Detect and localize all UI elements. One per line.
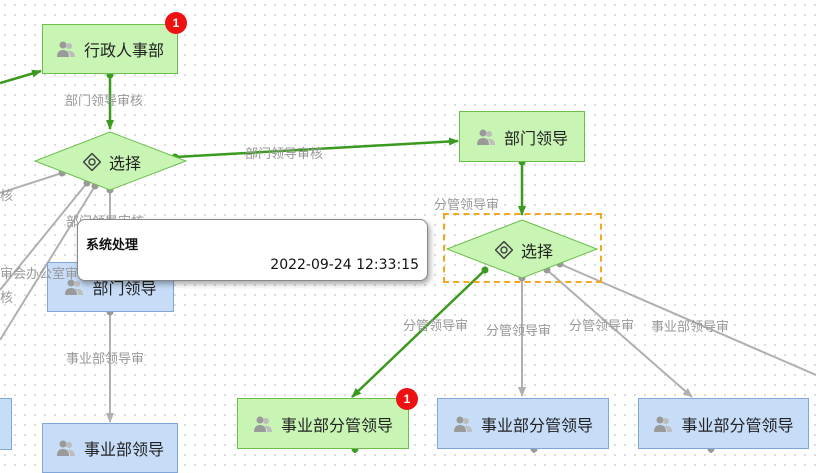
gateway-icon	[82, 152, 102, 172]
edge-gateway-left-to-offleft-2[interactable]	[0, 182, 88, 291]
active-edges	[0, 69, 526, 453]
port-dot	[481, 266, 489, 274]
user-group-icon	[56, 40, 76, 58]
edge-label: 事业部领导审	[66, 352, 145, 367]
node-offscreen-left[interactable]	[0, 398, 12, 450]
gateway-left-diamond[interactable]	[33, 131, 188, 191]
user-group-icon	[56, 439, 76, 457]
user-group-icon	[253, 415, 273, 433]
connection-points	[58, 71, 715, 453]
edge-incoming-to-admin-hr[interactable]	[0, 69, 42, 85]
selection-box	[443, 213, 602, 283]
edge-gateway-right-to-div-mgr-3[interactable]	[546, 269, 693, 398]
node-tooltip: 系统处理 2022-09-24 12:33:15	[77, 219, 428, 281]
edge-gateway-left-to-offleft-1[interactable]	[0, 172, 63, 194]
edge-label: 分管领导审	[486, 324, 552, 339]
user-group-icon	[476, 128, 496, 146]
gateway-left-label: 选择	[62, 150, 162, 174]
edge-label: 部门领导审核	[65, 94, 144, 109]
edge-label: 事业部领导审	[651, 320, 730, 335]
node-admin-hr[interactable]: 行政人事部	[42, 24, 178, 74]
user-group-icon	[64, 278, 84, 296]
gateway-right-label: 选择	[474, 238, 574, 262]
node-label: 事业部分管领导	[480, 415, 593, 435]
node-div-leader[interactable]: 事业部领导	[42, 423, 178, 473]
edge-label: 审核	[0, 291, 14, 306]
edge-label: 核	[0, 189, 14, 204]
node-div-mgr-1[interactable]: 事业部分管领导	[237, 398, 409, 449]
edge-label: 分管领导审	[434, 198, 500, 213]
gateway-text: 选择	[108, 154, 141, 173]
edge-label: 分管领导审	[403, 319, 469, 334]
gateway-text: 选择	[520, 242, 553, 261]
user-group-icon	[453, 415, 473, 433]
node-label: 行政人事部	[83, 41, 164, 60]
edge-label: 分管领导审	[569, 319, 635, 334]
tooltip-title: 系统处理	[86, 238, 139, 253]
edge-label: 部门领导审核	[245, 147, 324, 162]
edge-label: 审会办公室审	[0, 267, 79, 282]
edge-gateway-right-to-div-mgr-1[interactable]	[351, 269, 486, 398]
notification-badge: 1	[165, 12, 187, 34]
node-dept-leader-right[interactable]: 部门领导	[459, 111, 585, 162]
user-group-icon	[653, 415, 673, 433]
edge-gateway-left-to-dept-leader-right[interactable]	[174, 137, 459, 159]
node-label: 部门领导	[503, 128, 568, 148]
node-label: 事业部领导	[83, 440, 164, 459]
node-label: 事业部分管领导	[280, 415, 393, 435]
node-div-mgr-2[interactable]: 事业部分管领导	[437, 398, 609, 449]
node-label: 部门领导	[92, 279, 157, 298]
node-div-mgr-3[interactable]: 事业部分管领导	[638, 398, 809, 449]
edge-gateway-right-to-offright[interactable]	[559, 263, 816, 376]
flow-canvas	[0, 69, 816, 453]
notification-badge: 1	[396, 388, 418, 410]
tooltip-timestamp: 2022-09-24 12:33:15	[270, 257, 419, 273]
gateway-icon	[494, 240, 514, 260]
gateway-right-diamond[interactable]	[445, 219, 599, 279]
node-label: 事业部分管领导	[681, 415, 794, 435]
